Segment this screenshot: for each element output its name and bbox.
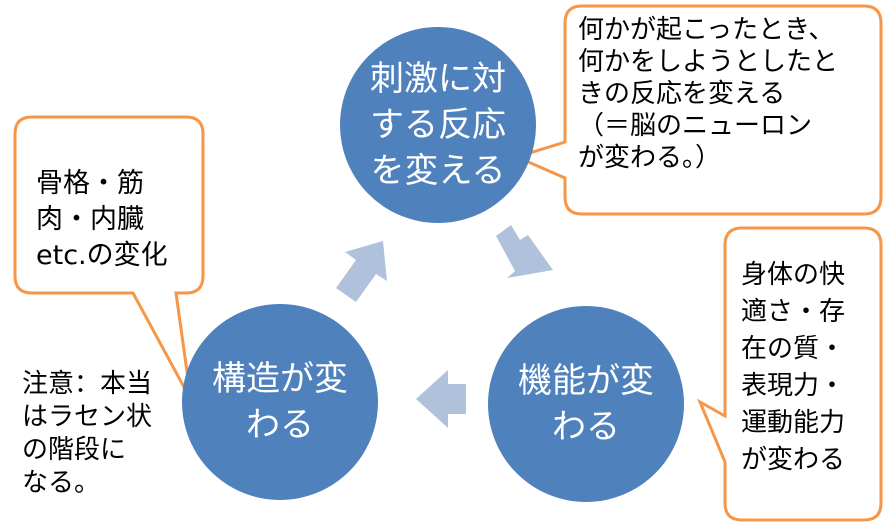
circle-function-line-2: わる — [552, 407, 620, 447]
callout-left-shape — [13, 115, 205, 401]
circle-stimulus-line-3: を変える — [370, 151, 506, 191]
callout-top-right-shape — [512, 4, 883, 216]
callout-left-line-3: etc.の変化 — [36, 240, 168, 271]
circle-structure-changes: 構造が変 わる — [182, 304, 378, 500]
callout-left-line-2: 肉・内臓 — [36, 204, 144, 235]
callout-top-right-line-2: 何かをしようとしたと — [578, 47, 839, 77]
circle-stimulus-line-2: する反応 — [370, 105, 506, 145]
callout-right-line-2: 適さ・存 — [741, 297, 846, 327]
callout-right-line-4: 表現力・ — [741, 371, 846, 401]
callout-right-line-6: が変わる — [741, 445, 846, 475]
circle-structure-line-1: 構造が変 — [212, 359, 348, 399]
spiral-note: 注意：本当 はラセン状 の階段に なる。 — [22, 368, 152, 500]
callout-top-right-line-4: （＝脳のニューロン — [578, 111, 813, 141]
circle-function-changes: 機能が変 わる — [488, 306, 684, 502]
spiral-note-line-1: 注意：本当 — [22, 369, 153, 399]
callout-left-line-1: 骨格・筋 — [36, 168, 144, 199]
arrow-right-to-left — [416, 370, 466, 428]
spiral-note-line-3: の階段に — [22, 435, 127, 465]
circle-function-line-1: 機能が変 — [518, 361, 654, 401]
circle-stimulus-line-1: 刺激に対 — [370, 59, 506, 99]
spiral-note-line-2: はラセン状 — [22, 402, 153, 432]
arrow-top-to-right — [496, 225, 553, 278]
callout-right-line-5: 運動能力 — [741, 408, 846, 438]
arrow-left-to-top — [336, 241, 387, 302]
callout-top-right-text: 何かが起こったとき、 何かをしようとしたと きの反応を変える （＝脳のニューロン… — [578, 14, 838, 174]
callout-top-right-line-3: きの反応を変える — [578, 79, 786, 109]
circle-structure-line-2: わる — [246, 405, 314, 445]
callout-top-right-line-5: が変わる。） — [578, 143, 722, 173]
callout-right-text: 身体の快 適さ・存 在の質・ 表現力・ 運動能力 が変わる — [741, 257, 845, 479]
callout-right-line-3: 在の質・ — [741, 334, 846, 364]
callout-right-line-1: 身体の快 — [741, 260, 846, 290]
callout-right-shape — [696, 226, 883, 522]
spiral-note-line-4: なる。 — [22, 468, 101, 498]
callout-left-text: 骨格・筋 肉・内臓 etc.の変化 — [36, 166, 168, 274]
circle-stimulus-response: 刺激に対 する反応 を変える — [340, 27, 536, 223]
callout-top-right-line-1: 何かが起こったとき、 — [578, 15, 835, 45]
